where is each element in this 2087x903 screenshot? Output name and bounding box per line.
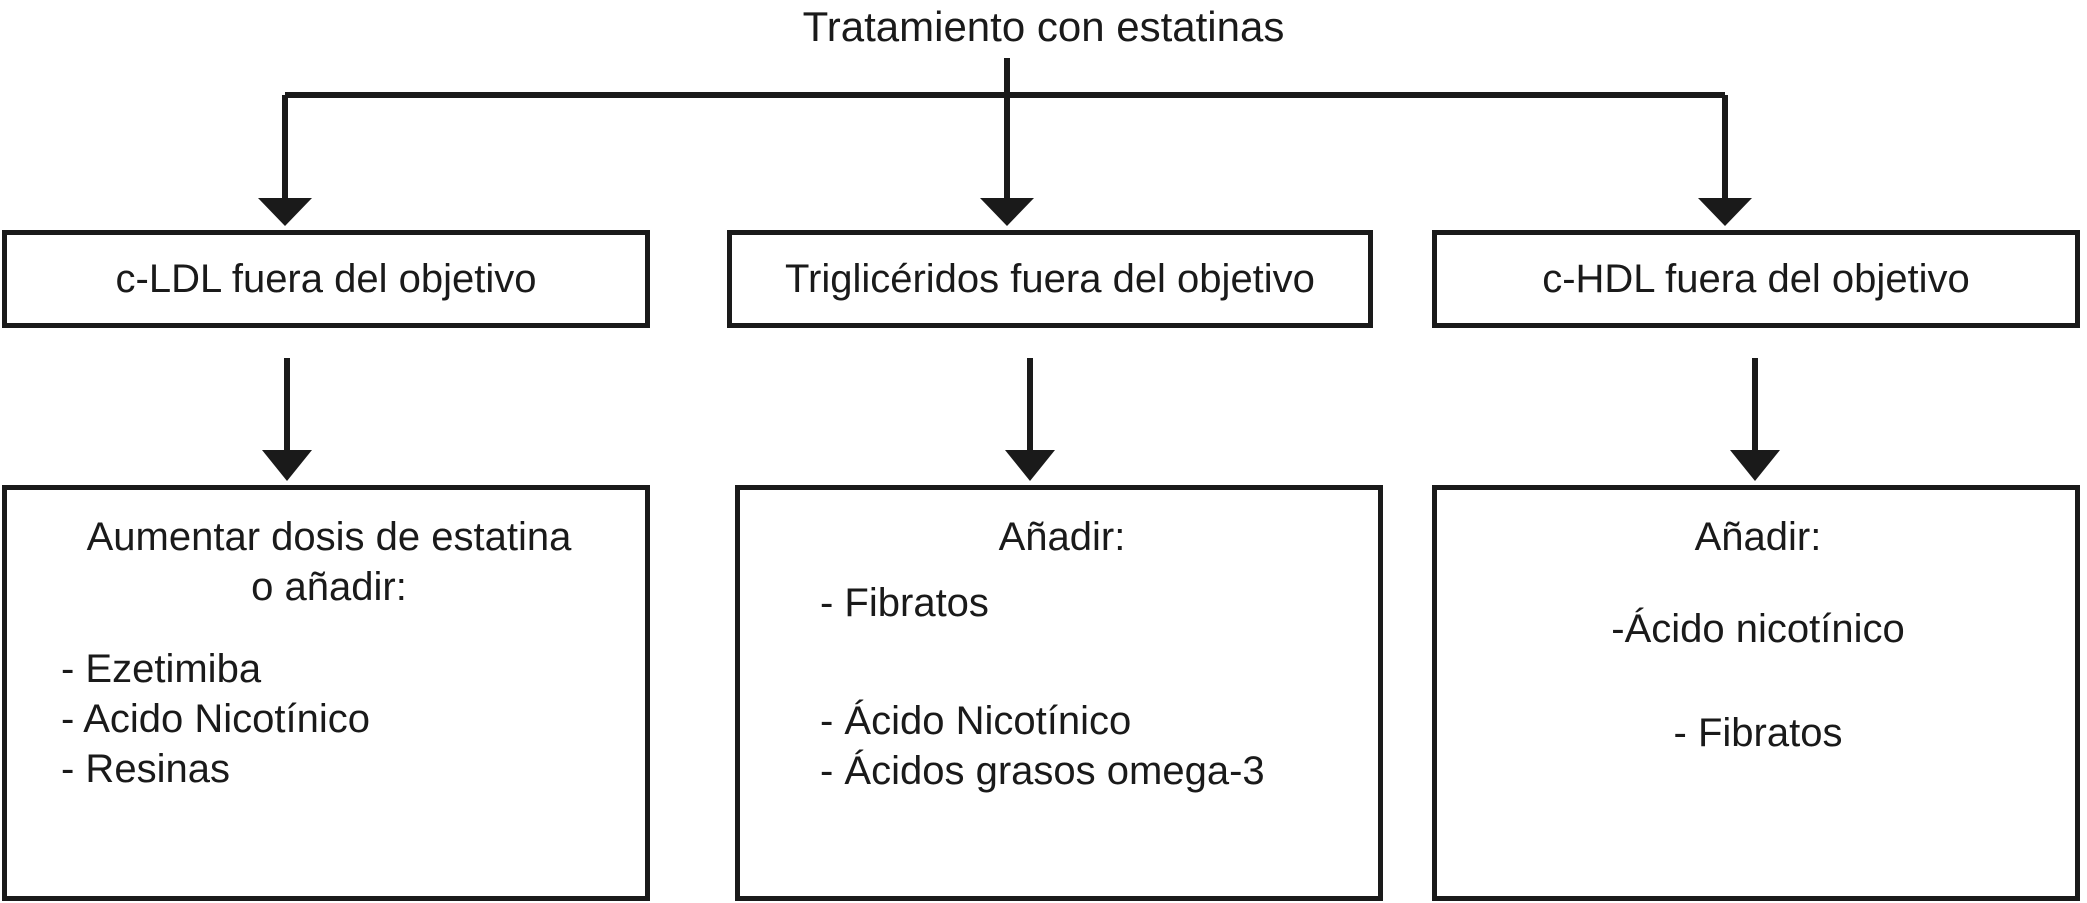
list-item: - Fibratos [820, 581, 989, 625]
node-action-hdl[interactable]: Añadir: -Ácido nicotínico - Fibratos [1432, 485, 2080, 901]
arrowhead-right-top [1698, 198, 1752, 226]
node-action-triglycerides-heading: Añadir: [998, 515, 1126, 559]
page-title: Tratamiento con estatinas [802, 3, 1285, 50]
node-action-ldl-heading-line1: Aumentar dosis de estatina [86, 515, 572, 559]
arrowhead-left-bottom [262, 450, 312, 481]
node-condition-hdl[interactable]: c-HDL fuera del objetivo [1432, 230, 2080, 328]
list-item: - Ezetimiba [61, 647, 262, 691]
node-condition-ldl-label: c-LDL fuera del objetivo [115, 257, 537, 301]
arrowhead-middle-bottom [1005, 450, 1055, 481]
node-action-hdl-heading: Añadir: [1694, 515, 1822, 559]
list-item: - Acido Nicotínico [61, 697, 371, 741]
arrowhead-middle-top [980, 198, 1034, 226]
list-item: - Resinas [61, 747, 230, 791]
node-condition-ldl[interactable]: c-LDL fuera del objetivo [2, 230, 650, 328]
node-action-ldl-heading-line2: o añadir: [251, 565, 407, 609]
arrowhead-right-bottom [1730, 450, 1780, 481]
node-action-ldl[interactable]: Aumentar dosis de estatina o añadir: - E… [2, 485, 650, 901]
node-action-triglycerides[interactable]: Añadir: - Fibratos - Ácido Nicotínico - … [735, 485, 1383, 901]
list-item: - Ácidos grasos omega-3 [820, 749, 1265, 793]
list-item: -Ácido nicotínico [1611, 607, 1905, 651]
node-condition-hdl-label: c-HDL fuera del objetivo [1542, 257, 1970, 301]
list-item: - Fibratos [1673, 711, 1843, 755]
list-item: - Ácido Nicotínico [820, 699, 1132, 743]
node-condition-triglycerides[interactable]: Triglicéridos fuera del objetivo [727, 230, 1373, 328]
arrowhead-left-top [258, 198, 312, 226]
node-condition-triglycerides-label: Triglicéridos fuera del objetivo [785, 257, 1315, 301]
